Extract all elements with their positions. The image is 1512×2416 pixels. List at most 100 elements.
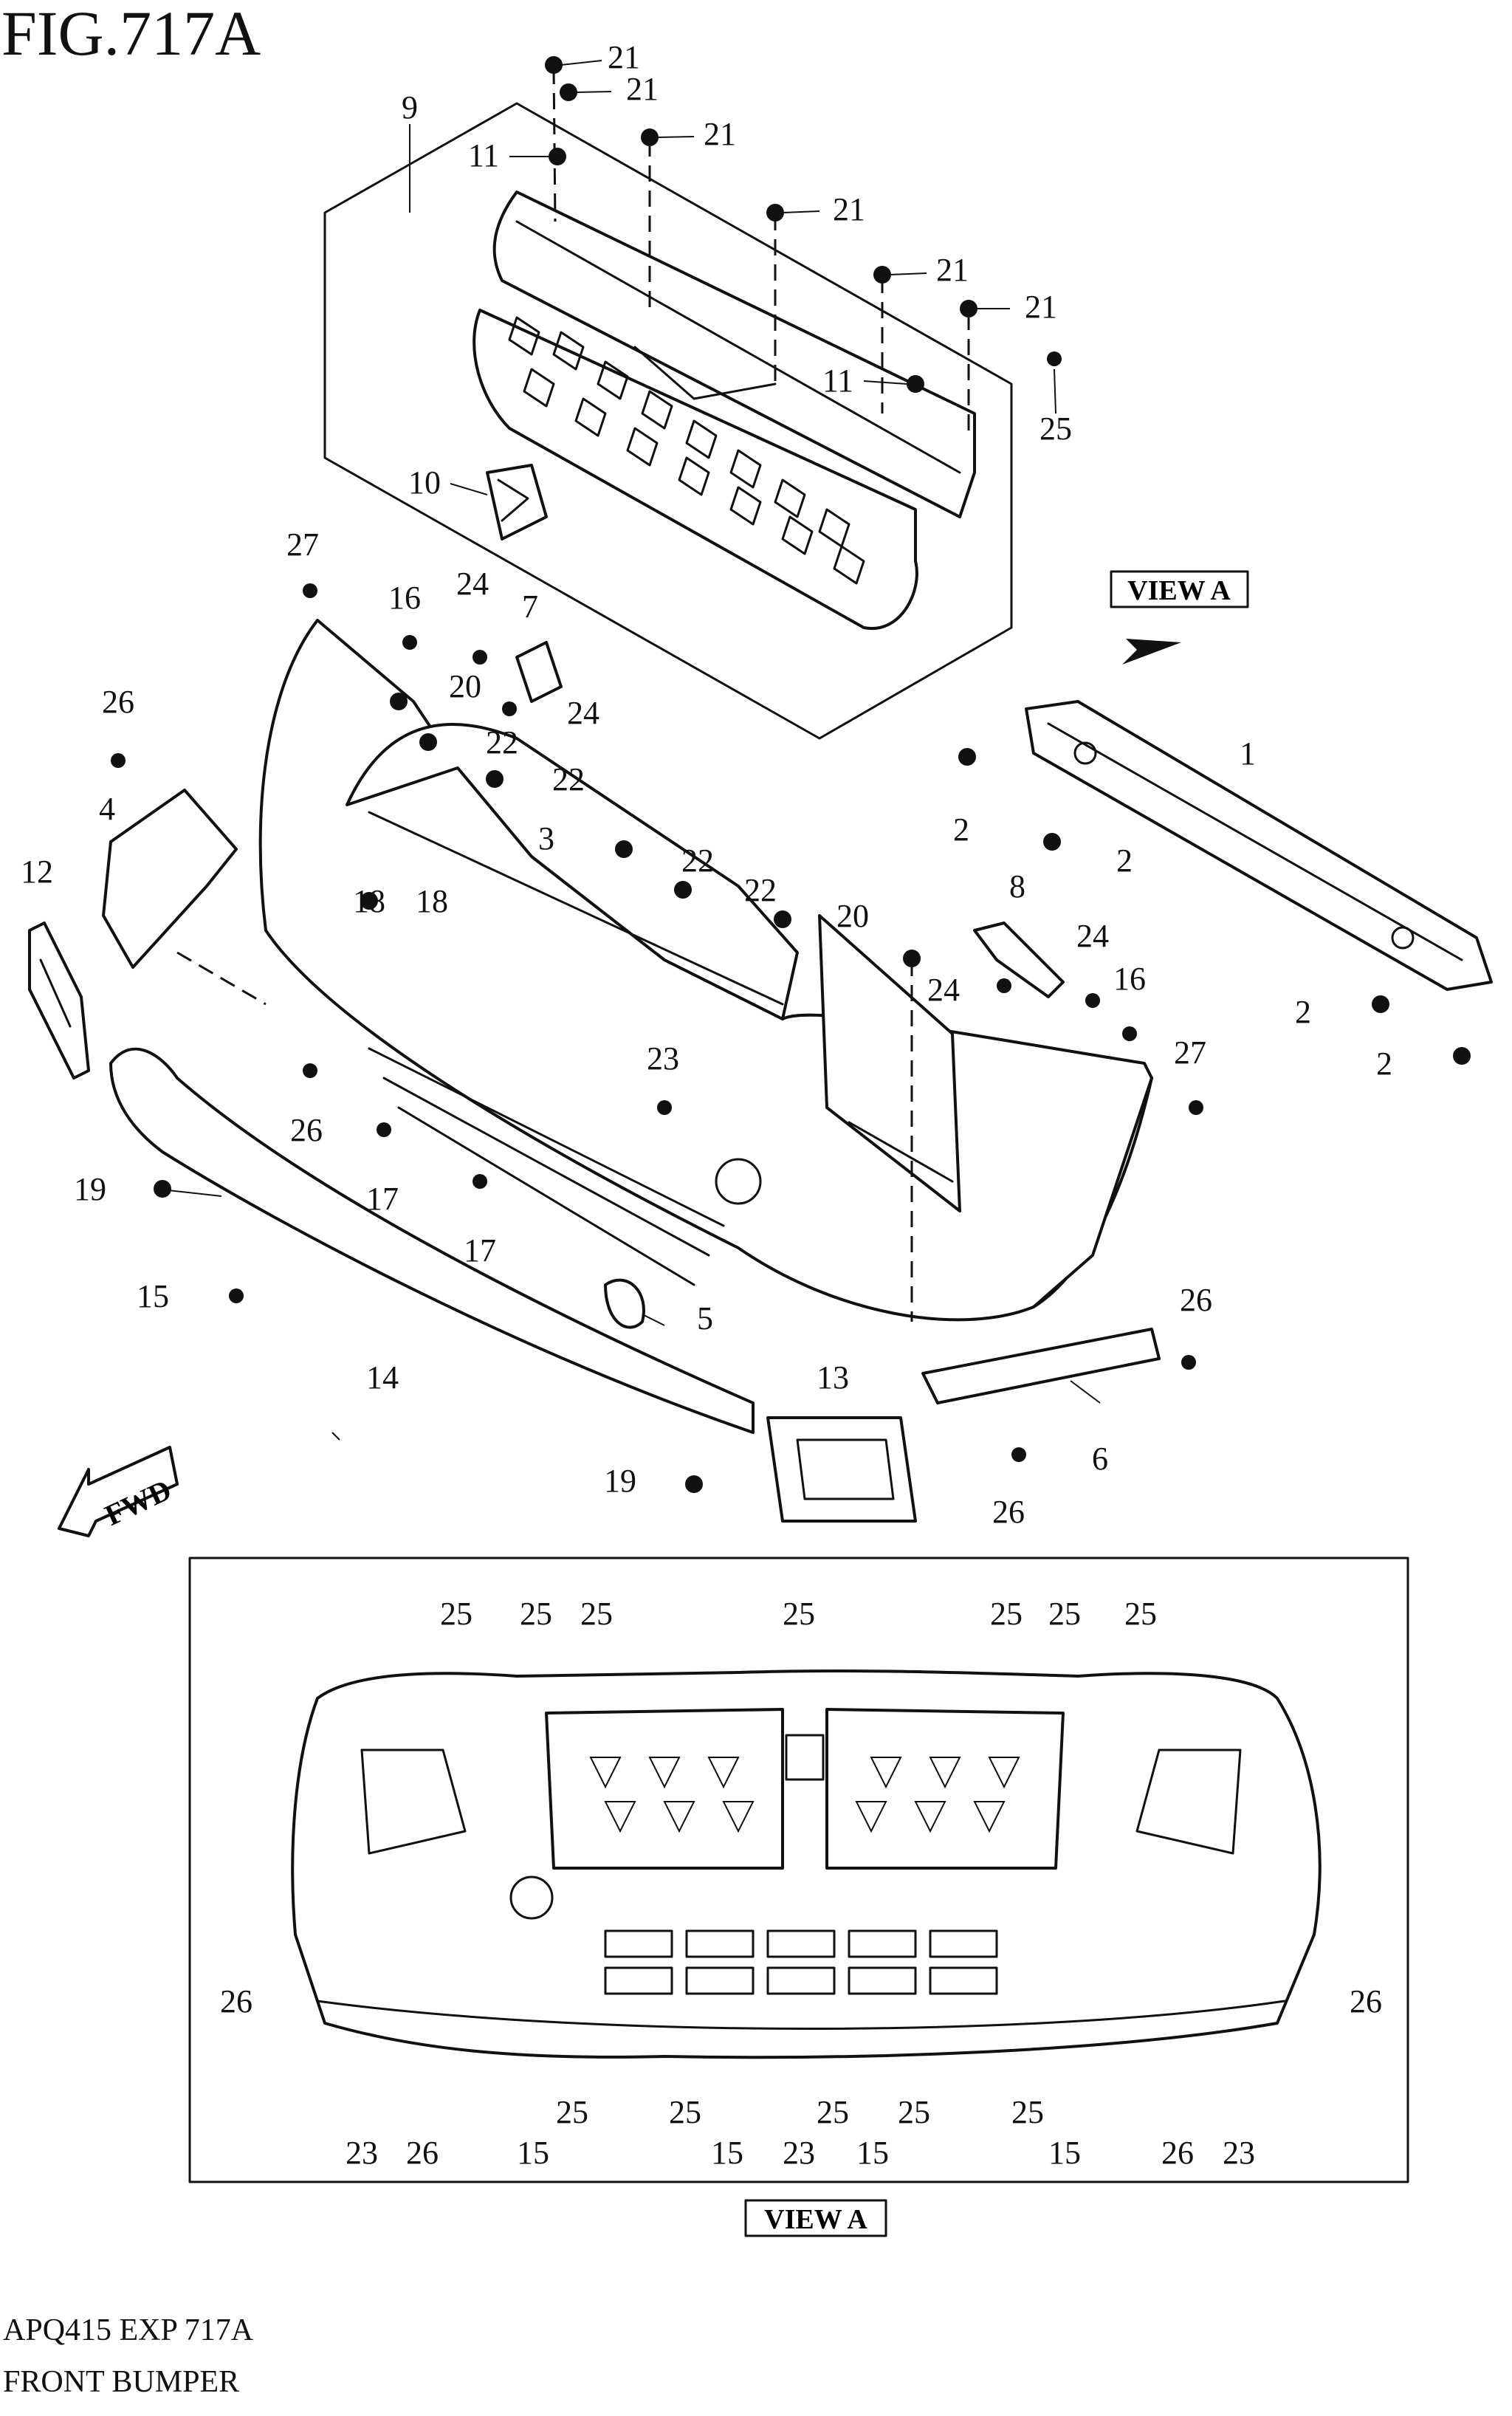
grille-fastener-lines — [552, 67, 970, 439]
grille-assembly-box — [323, 102, 1013, 740]
callout-number: 25 — [1040, 411, 1072, 447]
callout-number: 13 — [817, 1359, 849, 1396]
callout-number: 26 — [406, 2135, 439, 2171]
lower-spoiler — [109, 1047, 755, 1434]
callout-number: 25 — [817, 2094, 849, 2130]
callout-number: 17 — [464, 1232, 496, 1269]
emblem — [486, 464, 548, 540]
callout-number: 23 — [647, 1040, 679, 1077]
callout-number: 6 — [1092, 1441, 1108, 1477]
lower-grille-openings — [368, 1047, 725, 1286]
callout-number: 26 — [102, 684, 134, 720]
callout-number: 24 — [567, 695, 599, 731]
callout-number: 26 — [290, 1112, 323, 1148]
callout-number: 9 — [402, 89, 418, 126]
callout-number: 11 — [822, 363, 853, 399]
callout-number: 27 — [286, 526, 319, 563]
view-a-label-bottom: VIEW A — [744, 2199, 887, 2237]
callout-number: 3 — [538, 820, 554, 857]
grille-bolts — [545, 56, 1062, 393]
callout-number: 2 — [1295, 994, 1311, 1030]
callout-number: 21 — [833, 191, 865, 227]
callout-number: 18 — [416, 883, 448, 919]
callout-number: 24 — [1076, 918, 1109, 954]
side-bracket-right — [921, 1328, 1161, 1404]
callout-number: 25 — [520, 1596, 552, 1632]
callout-number: 25 — [1048, 1596, 1081, 1632]
callout-number: 15 — [517, 2135, 549, 2171]
view-a-label-detail: VIEW A — [764, 2204, 867, 2235]
callout-number: 26 — [220, 1983, 252, 2019]
callout-number: 21 — [704, 116, 736, 152]
callout-number: 24 — [456, 566, 489, 602]
callout-number: 16 — [1113, 961, 1146, 997]
callout-number: 21 — [608, 39, 640, 75]
callout-number: 5 — [697, 1300, 713, 1336]
tow-hook-cap — [604, 1278, 645, 1329]
callout-number: 8 — [1009, 868, 1025, 905]
fog-bezel-left — [28, 922, 90, 1080]
callout-number: 25 — [898, 2094, 930, 2130]
callout-number: 15 — [137, 1278, 169, 1314]
callout-number: 10 — [408, 464, 441, 501]
side-bracket-left — [102, 789, 238, 969]
bracket-part-7 — [515, 641, 563, 703]
fog-bezel-right — [766, 1416, 917, 1523]
fwd-arrow: FWD — [58, 1446, 179, 1537]
callout-number: 25 — [1011, 2094, 1044, 2130]
callout-number: 26 — [1350, 1983, 1382, 2019]
front-bumper-cover — [258, 619, 1153, 1322]
callout-number: 15 — [856, 2135, 889, 2171]
callout-number: 14 — [366, 1359, 399, 1396]
callout-number: 25 — [783, 1596, 815, 1632]
callout-number: 12 — [21, 854, 53, 890]
callout-number: 23 — [346, 2135, 378, 2171]
callout-number: 27 — [1174, 1034, 1206, 1071]
callout-number: 25 — [556, 2094, 588, 2130]
callout-number: 2 — [1376, 1046, 1392, 1082]
callout-number: 11 — [468, 137, 499, 174]
callout-number: 15 — [1048, 2135, 1081, 2171]
callout-number: 16 — [388, 580, 421, 616]
callout-number: 25 — [440, 1596, 472, 1632]
leader-lines — [154, 60, 1101, 1441]
callout-number: 26 — [1180, 1282, 1212, 1318]
callout-number: 19 — [74, 1171, 106, 1207]
reinforcement-bolts — [958, 748, 1471, 1065]
callout-number: 25 — [990, 1596, 1023, 1632]
view-a-label-top: VIEW A — [1127, 575, 1231, 606]
figure-title: FIG.717A — [1, 0, 261, 69]
main-fasteners — [111, 583, 1203, 1493]
callout-number: 18 — [353, 883, 385, 919]
footer-name: FRONT BUMPER — [3, 2365, 240, 2399]
callout-number: 22 — [486, 724, 518, 761]
callout-number: 24 — [927, 972, 960, 1008]
callout-number: 21 — [936, 252, 969, 288]
callout-number: 1 — [1240, 735, 1256, 772]
bumper-reinforcement — [1025, 700, 1493, 991]
callout-number: 22 — [681, 842, 714, 879]
callout-number: 23 — [1223, 2135, 1255, 2171]
callout-number: 2 — [953, 811, 969, 848]
footer-code: APQ415 EXP 717A — [3, 2313, 254, 2347]
callout-number: 19 — [604, 1463, 636, 1499]
callout-number: 22 — [744, 872, 777, 908]
callout-number: 22 — [552, 761, 585, 797]
callout-number: 25 — [1124, 1596, 1157, 1632]
callout-number: 4 — [99, 791, 115, 827]
callout-number: 2 — [1116, 842, 1133, 879]
callout-number: 23 — [783, 2135, 815, 2171]
callout-number: 21 — [626, 71, 659, 107]
callout-number: 15 — [711, 2135, 743, 2171]
view-a-callout: VIEW A — [1110, 570, 1249, 665]
front-grille — [472, 191, 976, 631]
callout-number: 20 — [449, 668, 481, 704]
callout-number: 20 — [836, 898, 869, 934]
callout-number: 25 — [580, 1596, 613, 1632]
bracket-part-8 — [973, 922, 1065, 998]
main-fastener-lines — [176, 951, 913, 1322]
callout-number: 26 — [992, 1494, 1025, 1530]
